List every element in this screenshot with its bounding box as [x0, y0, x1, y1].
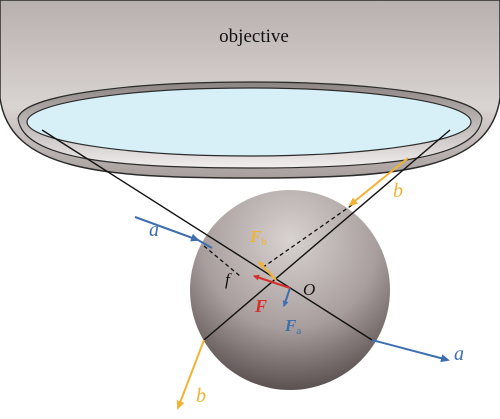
- force-Fa-label: Fa: [284, 316, 301, 337]
- ray-a-out-arrow: [371, 339, 450, 363]
- force-F-label: F: [254, 296, 267, 316]
- center-label: O: [303, 280, 315, 299]
- ray-a-segment: [197, 239, 213, 249]
- ray-b: [176, 157, 409, 410]
- ray-b-in-arrow: [348, 157, 409, 207]
- objective-lens: objective: [0, 0, 500, 179]
- force-Fb-label: Fb: [249, 227, 267, 248]
- ray-a-inside: [41, 129, 373, 341]
- ray-b-inside: [203, 129, 451, 341]
- ray-a-in-arrow: [134, 216, 200, 242]
- dashed-lines: [203, 204, 353, 277]
- labels: a a b b Fb F Fa f O: [149, 180, 464, 407]
- force-Fa-arrow: [282, 287, 291, 307]
- objective-label: objective: [219, 26, 289, 47]
- force-F-arrow: [253, 274, 291, 290]
- dashed-b-extension: [261, 204, 353, 269]
- dashed-f-line: [203, 245, 241, 277]
- ray-a: [134, 216, 450, 363]
- ray-b-in-label: b: [393, 180, 403, 202]
- force-vectors: [253, 261, 291, 307]
- ray-b-out-arrow: [176, 339, 205, 410]
- lens-glass: [26, 87, 472, 157]
- black-rays: [41, 129, 451, 341]
- ray-a-in-label: a: [149, 219, 159, 241]
- ray-b-out-label: b: [196, 385, 206, 407]
- focus-label: f: [225, 270, 232, 289]
- ray-a-out-label: a: [454, 343, 464, 365]
- force-Fb-arrow: [258, 261, 277, 281]
